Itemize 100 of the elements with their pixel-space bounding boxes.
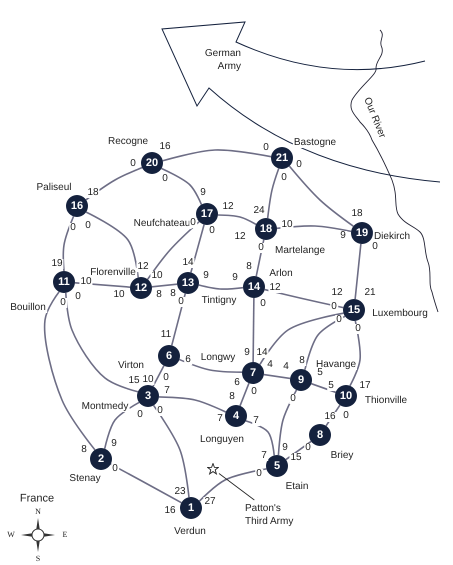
road-line (246, 420, 275, 456)
capacity-number: 12 (233, 232, 247, 242)
road-line (252, 298, 255, 362)
capacity-number: 7 (163, 386, 171, 396)
place-name: Thionville (364, 396, 408, 406)
numbered-circle: 17 (196, 203, 218, 225)
numbered-circle: 13 (177, 272, 199, 294)
compass-letter: W (6, 531, 16, 539)
capacity-number: 10 (141, 375, 155, 385)
capacity-number: 12 (136, 262, 150, 272)
capacity-number: 0 (84, 221, 92, 231)
capacity-number: 11 (160, 330, 172, 340)
road-line (198, 284, 244, 290)
capacity-number: 9 (243, 348, 251, 358)
capacity-number: 4 (266, 360, 274, 370)
compass-letter: E (62, 531, 68, 539)
capacity-number: 0 (250, 387, 258, 397)
numbered-circle: 10 (335, 385, 357, 407)
place-name: Florenville (89, 268, 137, 278)
capacity-number: 17 (358, 381, 372, 391)
capacity-number: 0 (330, 302, 338, 312)
capacity-number: 4 (282, 362, 290, 372)
capacity-number: 0 (162, 373, 170, 383)
capacity-number: 15 (127, 376, 141, 386)
capacity-number: 10 (112, 290, 126, 300)
place-name: Longuyen (199, 435, 245, 445)
numbered-circle: 7 (242, 362, 264, 384)
road-line (218, 214, 256, 226)
region-label: France (18, 494, 56, 504)
capacity-number: 9 (110, 439, 118, 449)
numbered-circle: 18 (255, 218, 277, 240)
road-line (171, 293, 186, 346)
place-name: Briey (330, 451, 354, 461)
road-line (264, 288, 344, 308)
capacity-number: 0 (69, 223, 77, 233)
numbered-circle: 1 (180, 497, 202, 519)
numbered-circle: 9 (290, 369, 312, 391)
capacity-number: 12 (221, 202, 235, 212)
road-line (349, 320, 361, 386)
capacity-number: 0 (371, 242, 379, 252)
capacity-number: 10 (280, 220, 294, 230)
capacity-number: 0 (74, 292, 82, 302)
capacity-number: 6 (233, 378, 241, 388)
capacity-number: 15 (289, 453, 303, 463)
capacity-number: 0 (255, 469, 263, 479)
capacity-number: 0 (262, 143, 270, 153)
note-text: Patton's Third Army (245, 502, 294, 528)
road-line (104, 402, 140, 449)
road-line (62, 216, 74, 272)
arrow-label: German Army (204, 47, 241, 73)
numbered-circle: 2 (90, 448, 112, 470)
capacity-number: 23 (173, 487, 187, 497)
road-line (266, 168, 280, 218)
capacity-number: 12 (268, 283, 282, 293)
numbered-circle: 21 (271, 147, 293, 169)
place-name: Stenay (68, 474, 102, 484)
capacity-number: 19 (50, 259, 64, 269)
place-name: Bastogne (292, 138, 338, 148)
numbered-circle: 20 (141, 152, 163, 174)
capacity-number: 6 (184, 355, 192, 365)
capacity-number: 16 (163, 506, 177, 516)
road-line (179, 358, 242, 374)
place-name: Martelange (274, 246, 326, 256)
capacity-number: 0 (257, 243, 265, 253)
capacity-number: 8 (169, 289, 177, 299)
capacity-number: 0 (111, 464, 119, 474)
capacity-number: 8 (245, 262, 253, 272)
road-line (162, 149, 272, 162)
compass-letter: S (34, 555, 42, 563)
road-line (311, 382, 336, 394)
capacity-number: 9 (281, 443, 289, 453)
capacity-number: 16 (158, 142, 172, 152)
capacity-number: 0 (342, 411, 350, 421)
capacity-number: 0 (280, 173, 288, 183)
capacity-number: 7 (260, 451, 268, 461)
capacity-number: 7 (216, 414, 224, 424)
numbered-circle: 19 (351, 222, 373, 244)
numbered-circle: 16 (66, 195, 88, 217)
road-line (276, 225, 352, 232)
capacity-number: 8 (155, 290, 163, 300)
leader-line (218, 473, 255, 500)
place-name: Paliseul (35, 183, 73, 193)
capacity-number: 0 (208, 226, 216, 236)
capacity-number: 0 (354, 324, 362, 334)
numbered-circle: 5 (266, 455, 288, 477)
capacity-number: 0 (304, 443, 312, 453)
road-line (161, 168, 202, 205)
capacity-number: 16 (323, 412, 337, 422)
capacity-number: 27 (203, 497, 217, 507)
road-line (304, 316, 346, 370)
place-name: Recogne (106, 137, 150, 147)
capacity-number: 0 (335, 315, 343, 325)
numbered-circle: 8 (309, 424, 331, 446)
place-name: Verdun (173, 527, 207, 537)
capacity-number: 9 (199, 188, 207, 198)
capacity-number: 0 (259, 299, 267, 309)
capacity-number: 0 (295, 160, 303, 170)
numbered-circle: 15 (343, 299, 365, 321)
road-line (198, 468, 267, 502)
place-name: Luxembourg (371, 309, 429, 319)
